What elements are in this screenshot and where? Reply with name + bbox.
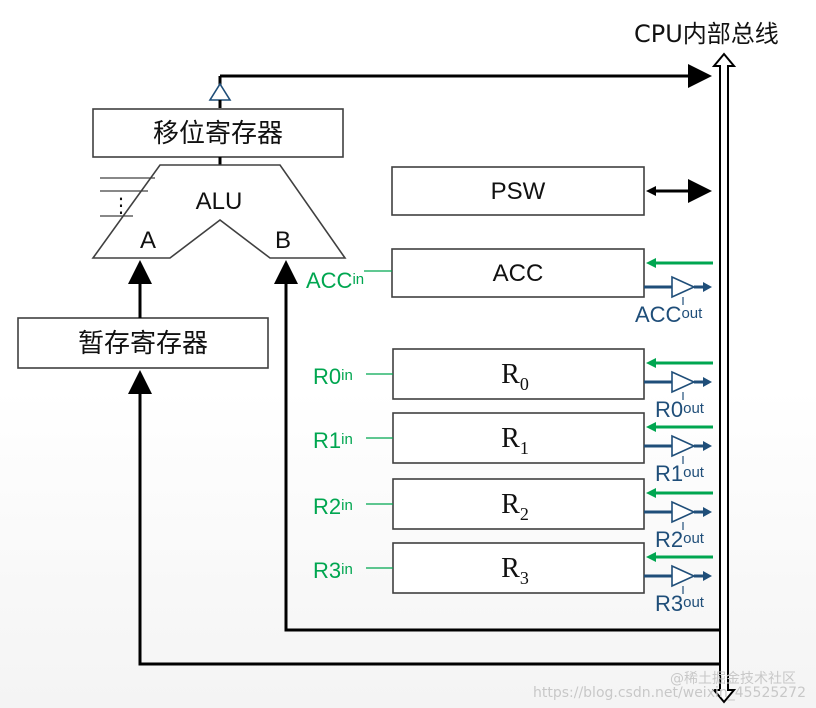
watermark-url: https://blog.csdn.net/weixin_45525272 bbox=[533, 685, 806, 701]
register-r2-out-tristate-icon bbox=[671, 500, 696, 524]
register-r0-out-tristate-icon bbox=[671, 370, 696, 394]
register-r1-in-arrowhead bbox=[646, 422, 656, 432]
general-registers: R0R0inR0outR1R1inR1outR2R2inR2outR3R3inR… bbox=[313, 348, 713, 616]
register-r1-in-signal: R1in bbox=[313, 428, 353, 453]
alu-label: ALU bbox=[196, 188, 243, 215]
register-r3-out-signal: R3out bbox=[655, 591, 705, 616]
register-r2-in-signal: R2in bbox=[313, 494, 353, 519]
bus-title: CPU内部总线 bbox=[634, 20, 779, 48]
alu-input-a-label: A bbox=[140, 227, 156, 254]
acc-out-tristate-icon bbox=[671, 275, 696, 299]
alu: ⋮ ALU A B bbox=[91, 164, 347, 259]
shift-register-label: 移位寄存器 bbox=[153, 119, 283, 149]
register-r3-in-arrowhead bbox=[646, 552, 656, 562]
register-r1-label: R1 bbox=[501, 423, 529, 458]
psw-bus-link bbox=[646, 179, 712, 203]
acc-box bbox=[391, 248, 645, 298]
watermark-brand: @稀土掘金技术社区 bbox=[670, 671, 796, 687]
register-r1-out-tristate-icon bbox=[671, 434, 696, 458]
shift-register-output-wire bbox=[208, 64, 712, 108]
register-r0-in-arrowhead bbox=[646, 358, 656, 368]
register-r0-box bbox=[392, 348, 645, 400]
temp-register-box bbox=[17, 317, 269, 369]
acc-out-signal: ACCout bbox=[635, 302, 703, 327]
register-r3-out-arrowhead bbox=[703, 571, 712, 581]
register-r0-out-signal: R0out bbox=[655, 397, 705, 422]
acc-out-buffer bbox=[644, 275, 712, 305]
register-r2-out-arrowhead bbox=[703, 507, 712, 517]
register-r0-in-signal: R0in bbox=[313, 364, 353, 389]
register-r2-out-signal: R2out bbox=[655, 527, 705, 552]
register-r3-in-signal: R3in bbox=[313, 558, 353, 583]
register-r3-box bbox=[392, 542, 645, 594]
cpu-internal-bus bbox=[711, 52, 737, 704]
register-r2-in-arrowhead bbox=[646, 488, 656, 498]
temp-register-label: 暂存寄存器 bbox=[78, 329, 208, 359]
acc-in-signal: ACCin bbox=[306, 268, 364, 293]
register-r1-out-arrowhead bbox=[703, 441, 712, 451]
acc-label: ACC bbox=[493, 260, 544, 287]
register-r1-box bbox=[392, 412, 645, 464]
psw-label: PSW bbox=[491, 178, 546, 205]
register-r1-out-signal: R1out bbox=[655, 461, 705, 486]
bus-to-alu-b-wire bbox=[274, 260, 720, 632]
register-r3-out-tristate-icon bbox=[671, 564, 696, 588]
tristate-buffer-icon bbox=[208, 82, 232, 101]
bus-to-temp-register-wire bbox=[128, 370, 720, 666]
alu-shape bbox=[91, 164, 347, 259]
register-r3-label: R3 bbox=[501, 553, 529, 588]
alu-input-b-label: B bbox=[275, 227, 291, 254]
register-r0-label: R0 bbox=[501, 359, 529, 394]
shift-register-box bbox=[92, 108, 344, 158]
register-r0-out-arrowhead bbox=[703, 377, 712, 387]
alu-control-dots: ⋮ bbox=[111, 193, 131, 217]
psw-box bbox=[391, 166, 645, 216]
register-r2-label: R2 bbox=[501, 489, 529, 524]
